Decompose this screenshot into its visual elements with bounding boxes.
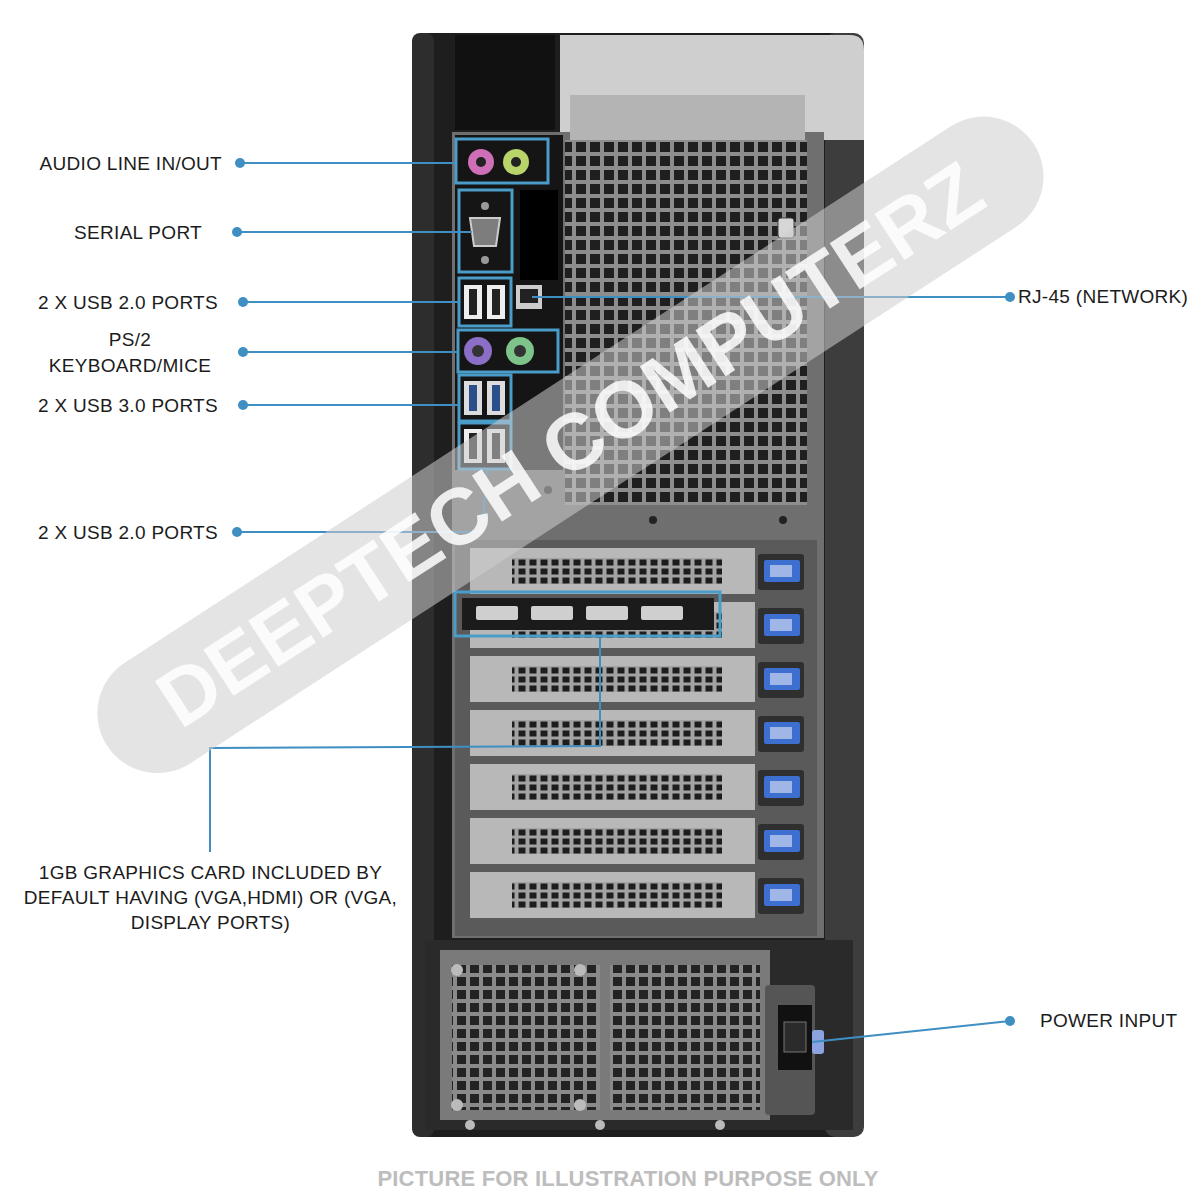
port-label: SERIAL PORT bbox=[74, 220, 202, 246]
caption: PICTURE FOR ILLUSTRATION PURPOSE ONLY bbox=[377, 1166, 878, 1192]
graphics-card-label: 1GB GRAPHICS CARD INCLUDED BY DEFAULT HA… bbox=[8, 860, 413, 935]
port-label: POWER INPUT bbox=[1040, 1008, 1177, 1034]
port-label: RJ-45 (NETWORK) bbox=[1018, 284, 1188, 310]
port-label: PS/2 KEYBOARD/MICE bbox=[25, 327, 235, 379]
port-label: 2 X USB 3.0 PORTS bbox=[38, 393, 218, 419]
port-label: 2 X USB 2.0 PORTS bbox=[38, 290, 218, 316]
port-label: 2 X USB 2.0 PORTS bbox=[38, 520, 218, 546]
port-label: AUDIO LINE IN/OUT bbox=[40, 151, 222, 177]
